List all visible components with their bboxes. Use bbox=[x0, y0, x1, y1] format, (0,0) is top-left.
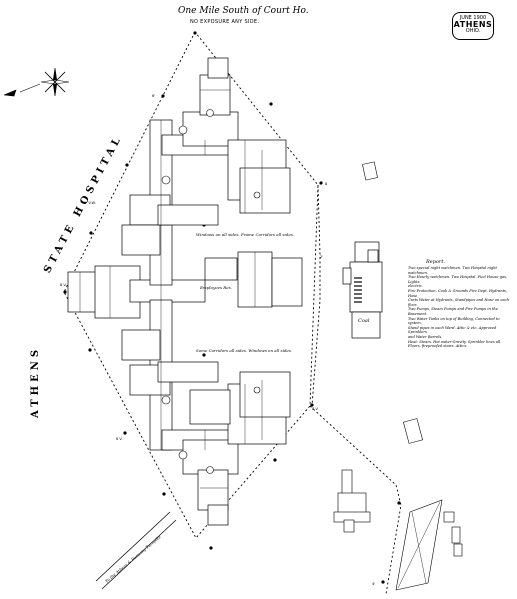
boundary-markers bbox=[63, 31, 401, 584]
header-subtitle: NO EXPOSURE ANY SIDE. bbox=[190, 19, 260, 25]
svg-text:2': 2' bbox=[320, 255, 323, 259]
svg-text:8 V.: 8 V. bbox=[60, 283, 67, 287]
report-line: Heat: Steam. Hot water-Gravity. Sprinkle… bbox=[408, 339, 502, 344]
stamp-date: JUNE 1900 bbox=[459, 15, 487, 21]
report-line: Two special night watchmen. Two Hospital… bbox=[408, 266, 497, 275]
svg-text:6': 6' bbox=[152, 94, 155, 98]
coal-house bbox=[342, 241, 383, 339]
svg-text:6' V.W.: 6' V.W. bbox=[84, 201, 96, 205]
round-towers bbox=[161, 109, 261, 474]
report-text: Two special night watchmen. Two Hospital… bbox=[408, 266, 514, 349]
turnpike-road bbox=[95, 511, 177, 590]
report-line: and Water Barrels. bbox=[408, 334, 443, 339]
hospital-label-lower: ATHENS bbox=[30, 345, 41, 418]
windows-note-upper: Windows on all sides. Frame Corridors al… bbox=[196, 232, 295, 237]
interior-partitions bbox=[79, 89, 263, 489]
property-boundary bbox=[63, 31, 402, 595]
svg-text:6 V.: 6 V. bbox=[116, 437, 123, 441]
header-title: One Mile South of Court Ho. bbox=[178, 6, 309, 16]
report-line: Two Pumps, Steam Pumps and Fire Pumps in… bbox=[408, 307, 498, 316]
stamp-city: ATHENS bbox=[453, 20, 493, 29]
report-line: Fire Protection, Cook & Grounds Fire Dep… bbox=[408, 288, 508, 298]
windows-note-lower: Some Corridors all sides. Windows on all… bbox=[196, 348, 293, 353]
svg-text:4': 4' bbox=[372, 582, 375, 586]
report-line: electric. bbox=[408, 284, 423, 289]
location-stamp: JUNE 1900 ATHENS OHIO. bbox=[452, 12, 494, 40]
report-line: Stand pipes in each Ward. Attic & etc. A… bbox=[408, 325, 497, 335]
compass-rose-icon bbox=[3, 67, 70, 97]
stamp-state: OHIO. bbox=[465, 28, 481, 34]
dimension-labels: 6' V.W. 8 V. 2' 8 8 V. 4' 6 V. 6' bbox=[60, 94, 375, 586]
outbuildings bbox=[333, 161, 463, 591]
report-line: Two Hourly watchmen. Two Hospital. Fuel … bbox=[408, 275, 508, 284]
svg-text:8 V.: 8 V. bbox=[312, 407, 319, 411]
report-line: Floors, fireproofed stairs. Attics. bbox=[408, 344, 468, 349]
outbuilding-cross-marks bbox=[397, 501, 441, 589]
report-line: Two Water Tanks on top of Building, Conn… bbox=[408, 316, 500, 326]
svg-text:8: 8 bbox=[325, 182, 328, 186]
coal-house-hatching bbox=[354, 277, 362, 303]
employees-label: Employees Res. bbox=[200, 285, 232, 290]
report-line: Carts Water at Hydrants, Standpipes and … bbox=[408, 298, 509, 307]
report-title: Report. bbox=[426, 259, 445, 265]
coal-label: Coal bbox=[358, 318, 370, 324]
